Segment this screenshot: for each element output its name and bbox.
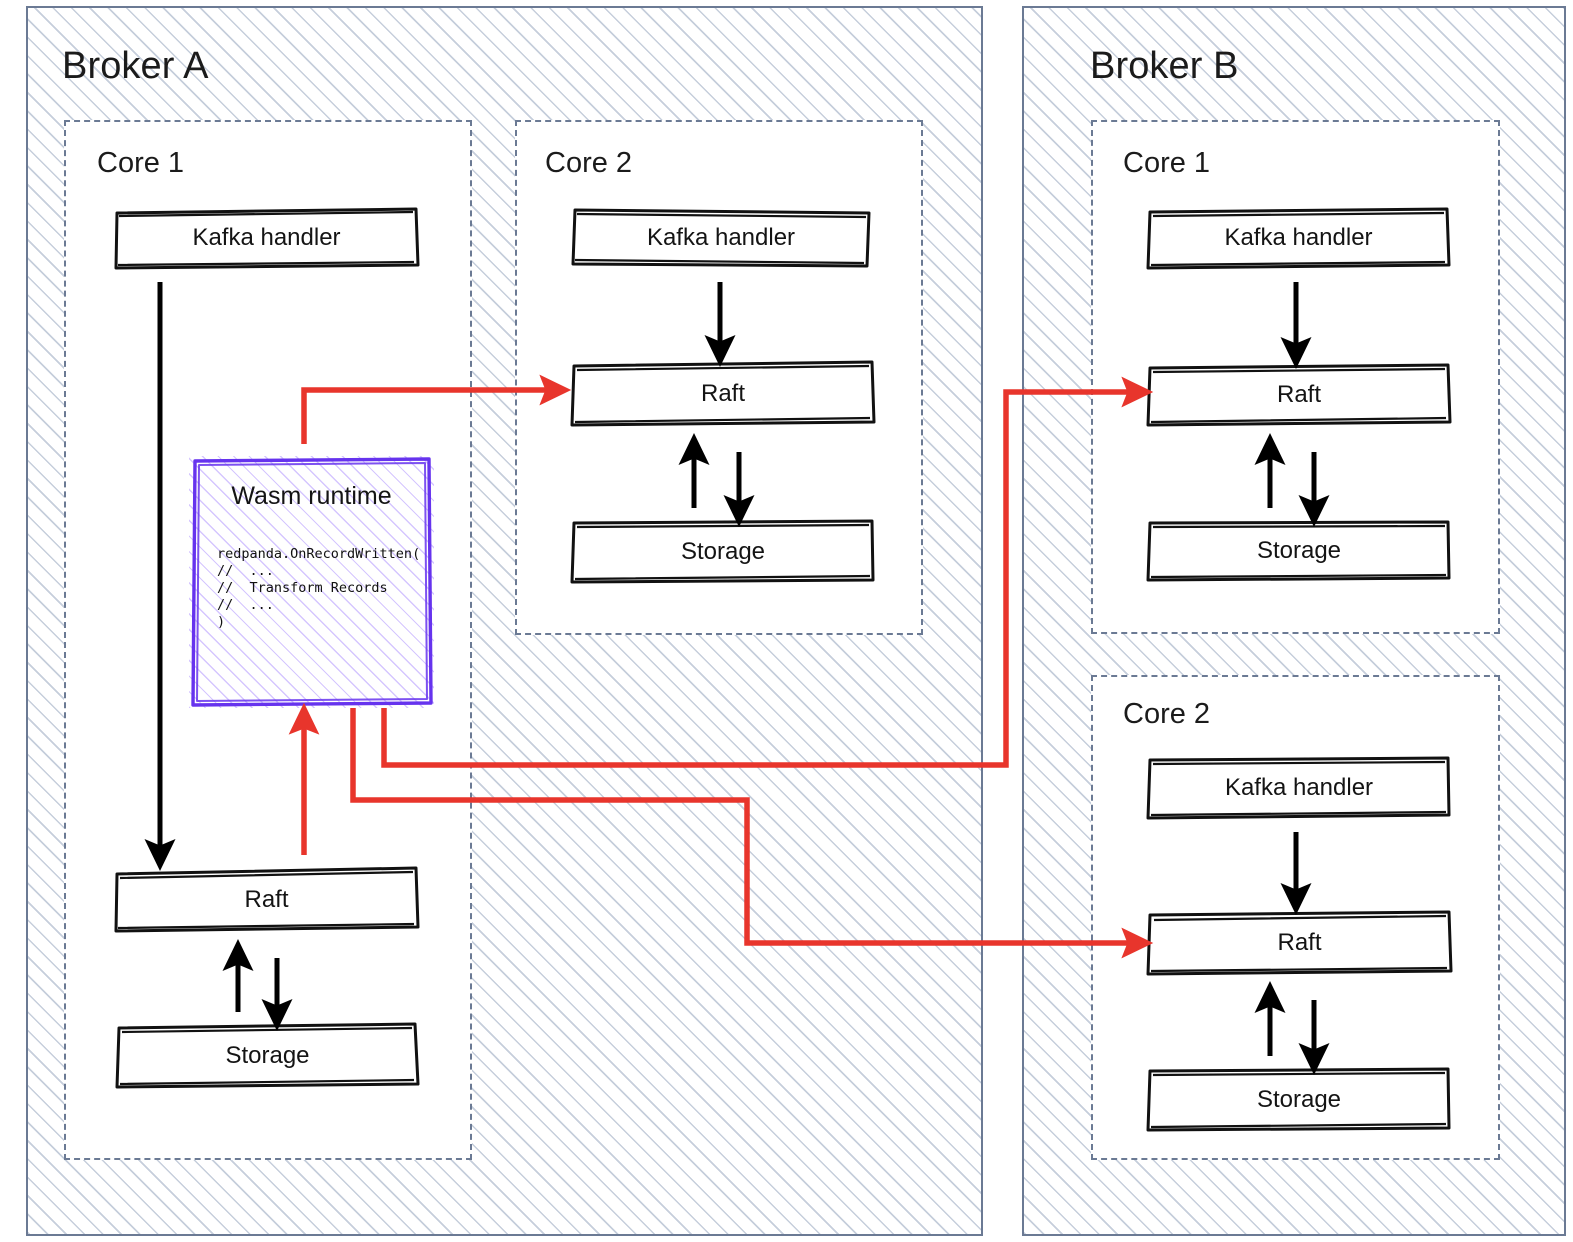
- broker-b-core-1-title: Core 1: [1123, 147, 1211, 179]
- box-b2-kafka-handler-label: Kafka handler: [1224, 774, 1374, 801]
- box-b1-raft[interactable]: Raft: [1146, 362, 1452, 428]
- wasm-runtime-code-snippet: redpanda.OnRecordWritten( // ... // Tran…: [217, 546, 421, 630]
- box-a1-wasm-runtime-label: Wasm runtime: [231, 482, 392, 510]
- box-a1-raft[interactable]: Raft: [113, 866, 420, 934]
- box-b2-storage-label: Storage: [1256, 1086, 1342, 1113]
- box-a2-storage[interactable]: Storage: [570, 518, 876, 586]
- box-a2-kafka-handler[interactable]: Kafka handler: [570, 206, 872, 270]
- box-b1-storage[interactable]: Storage: [1146, 518, 1452, 584]
- broker-a-core-1-title: Core 1: [97, 147, 185, 179]
- box-b1-kafka-handler-label: Kafka handler: [1224, 224, 1373, 251]
- box-a1-raft-label: Raft: [244, 886, 289, 913]
- broker-b-title: Broker B: [1090, 45, 1239, 87]
- box-b2-raft[interactable]: Raft: [1146, 908, 1453, 978]
- box-a1-kafka-handler[interactable]: Kafka handler: [113, 206, 420, 270]
- box-a2-kafka-handler-label: Kafka handler: [646, 224, 796, 251]
- box-b1-kafka-handler[interactable]: Kafka handler: [1146, 206, 1451, 270]
- box-a2-raft-label: Raft: [700, 380, 745, 407]
- box-b2-storage[interactable]: Storage: [1146, 1066, 1452, 1134]
- box-b2-kafka-handler[interactable]: Kafka handler: [1146, 755, 1452, 821]
- broker-a-title: Broker A: [62, 45, 209, 87]
- box-a1-kafka-handler-label: Kafka handler: [192, 224, 341, 251]
- box-a2-storage-label: Storage: [680, 538, 766, 565]
- box-a2-raft[interactable]: Raft: [570, 360, 876, 428]
- box-b1-raft-label: Raft: [1276, 381, 1321, 408]
- box-b1-storage-label: Storage: [1256, 537, 1342, 564]
- box-a1-storage[interactable]: Storage: [115, 1022, 420, 1090]
- broker-a-core-2-title: Core 2: [545, 147, 633, 179]
- box-a1-storage-label: Storage: [225, 1042, 310, 1069]
- box-a1-wasm-runtime[interactable]: Wasm runtime redpanda.OnRecordWritten( /…: [189, 456, 434, 708]
- box-b2-raft-label: Raft: [1277, 929, 1322, 956]
- broker-b-core-2-title: Core 2: [1123, 698, 1211, 730]
